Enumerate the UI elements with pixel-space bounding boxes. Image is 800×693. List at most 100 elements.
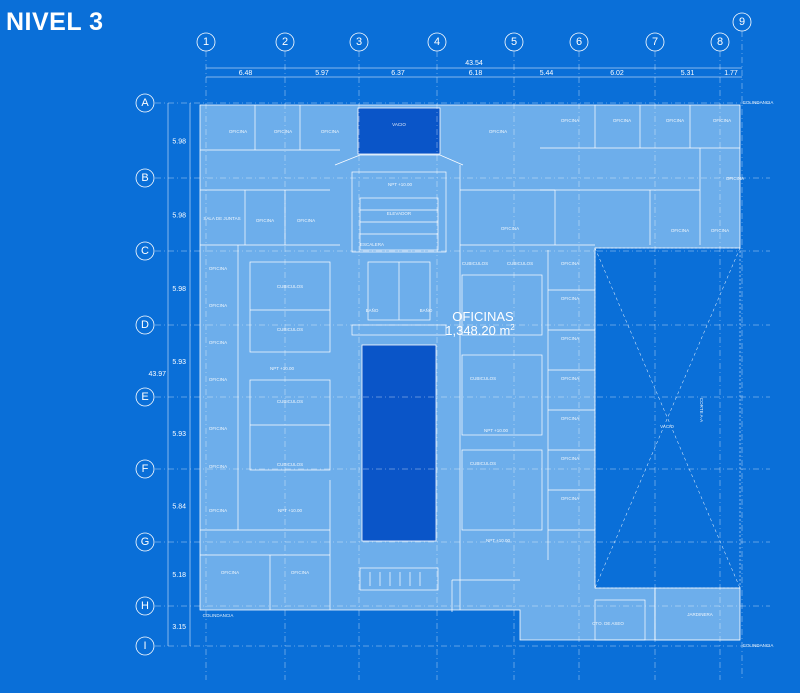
col-axis-label: 3 xyxy=(356,36,362,48)
svg-text:OFICINA: OFICINA xyxy=(209,266,227,271)
row-axis-label: I xyxy=(143,640,146,652)
col-axis-bubble xyxy=(569,32,589,52)
col-axis-label: 9 xyxy=(739,16,745,28)
col-axis-label: 2 xyxy=(282,36,288,48)
room-labels: OFICINA OFICINA OFICINA SALA DE JUNTAS O… xyxy=(203,100,774,648)
row-axis-bubble xyxy=(135,241,155,261)
stairs-label: ESCALERA xyxy=(360,242,384,247)
svg-text:NPT +10.00: NPT +10.00 xyxy=(278,508,303,513)
row-axis-bubble xyxy=(135,532,155,552)
row-span-label: 5.93 xyxy=(172,431,186,438)
row-span-label: 5.18 xyxy=(172,572,186,579)
svg-text:CUBICULOS: CUBICULOS xyxy=(507,261,533,266)
svg-text:OFICINA: OFICINA xyxy=(229,129,247,134)
svg-text:NPT +10.00: NPT +10.00 xyxy=(270,366,295,371)
svg-text:CUBICULOS: CUBICULOS xyxy=(277,399,303,404)
svg-text:CTO. DE ASEO: CTO. DE ASEO xyxy=(592,621,624,626)
col-span-label: 6.37 xyxy=(391,70,405,77)
col-axis-label: 6 xyxy=(576,36,582,48)
col-axis-bubble xyxy=(732,12,752,32)
svg-text:COLINDANCIA: COLINDANCIA xyxy=(743,100,774,105)
col-span-label: 6.48 xyxy=(239,70,253,77)
svg-text:OFICINA: OFICINA xyxy=(297,218,315,223)
svg-text:OFICINA: OFICINA xyxy=(209,464,227,469)
svg-text:OFICINA: OFICINA xyxy=(561,261,579,266)
col-axis-bubble xyxy=(710,32,730,52)
plan-footprint xyxy=(199,104,741,641)
svg-text:COLINDANCIA: COLINDANCIA xyxy=(743,643,774,648)
col-axis-bubble xyxy=(196,32,216,52)
void-top xyxy=(357,107,441,155)
svg-text:NPT +10.00: NPT +10.00 xyxy=(388,182,413,187)
total-height-label: 43.97 xyxy=(148,371,166,378)
svg-text:OFICINA: OFICINA xyxy=(291,570,309,575)
col-span-label: 6.02 xyxy=(610,70,624,77)
col-axis-bubble xyxy=(275,32,295,52)
svg-text:OFICINA: OFICINA xyxy=(256,218,274,223)
col-axis-label: 4 xyxy=(434,36,440,48)
corte-label: CORTE A-A xyxy=(699,398,704,422)
svg-text:OFICINA: OFICINA xyxy=(613,118,631,123)
row-axis-label: B xyxy=(141,172,148,184)
svg-text:NPT +10.00: NPT +10.00 xyxy=(486,538,511,543)
row-span-label: 5.98 xyxy=(172,213,186,220)
row-span-label: 5.98 xyxy=(172,286,186,293)
svg-text:OFICINA: OFICINA xyxy=(726,176,744,181)
svg-text:OFICINA: OFICINA xyxy=(489,129,507,134)
core xyxy=(334,154,464,591)
svg-text:OFICINA: OFICINA xyxy=(561,296,579,301)
row-axis-bubble xyxy=(135,315,155,335)
row-axis-label: D xyxy=(141,319,149,331)
col-span-label: 5.97 xyxy=(315,70,329,77)
col-span-label: 5.31 xyxy=(681,70,695,77)
svg-text:OFICINA: OFICINA xyxy=(561,456,579,461)
col-axis-label: 7 xyxy=(652,36,658,48)
atrium-void xyxy=(361,344,437,542)
col-axis-label: 8 xyxy=(717,36,723,48)
jardinera-block xyxy=(654,587,741,641)
svg-text:CUBICULOS: CUBICULOS xyxy=(462,261,488,266)
svg-text:OFICINA: OFICINA xyxy=(221,570,239,575)
col-axis-label: 1 xyxy=(203,36,209,48)
row-axis-bubble xyxy=(135,93,155,113)
void-label: VACIO xyxy=(660,424,674,429)
col-axis-bubble xyxy=(504,32,524,52)
row-axis-label: C xyxy=(141,245,149,257)
partitions xyxy=(200,105,740,641)
svg-text:OFICINA: OFICINA xyxy=(666,118,684,123)
svg-text:BAÑO: BAÑO xyxy=(420,307,433,313)
svg-text:OFICINA: OFICINA xyxy=(321,129,339,134)
area-name: OFICINAS xyxy=(452,309,514,324)
svg-text:CUBICULOS: CUBICULOS xyxy=(277,284,303,289)
row-axis-label: F xyxy=(142,463,149,475)
svg-text:OFICINA: OFICINA xyxy=(671,228,689,233)
svg-text:OFICINA: OFICINA xyxy=(209,377,227,382)
col-axis-bubble xyxy=(349,32,369,52)
svg-text:CUBICULOS: CUBICULOS xyxy=(470,376,496,381)
row-axis-label: H xyxy=(141,600,149,612)
svg-text:OFICINA: OFICINA xyxy=(274,129,292,134)
svg-text:JARDINERA: JARDINERA xyxy=(687,612,713,617)
void-area xyxy=(594,247,741,589)
svg-text:NPT +10.00: NPT +10.00 xyxy=(484,428,509,433)
void-top-label: VACIO xyxy=(392,122,406,127)
svg-text:OFICINA: OFICINA xyxy=(561,496,579,501)
row-axis-bubble xyxy=(135,168,155,188)
row-axis-label: A xyxy=(141,97,149,109)
col-span-label: 1.77 xyxy=(724,70,738,77)
svg-text:OFICINA: OFICINA xyxy=(713,118,731,123)
svg-text:OFICINA: OFICINA xyxy=(561,336,579,341)
svg-text:OFICINA: OFICINA xyxy=(209,508,227,513)
level-title: NIVEL 3 xyxy=(6,8,104,36)
row-axis-bubble xyxy=(135,459,155,479)
svg-text:OFICINA: OFICINA xyxy=(711,228,729,233)
col-span-label: 5.44 xyxy=(540,70,554,77)
col-span-label: 6.18 xyxy=(469,70,483,77)
row-axis-label: G xyxy=(141,536,150,548)
row-axis-bubble xyxy=(135,636,155,656)
svg-text:OFICINA: OFICINA xyxy=(209,426,227,431)
row-axis-bubble xyxy=(135,387,155,407)
svg-text:CUBICULOS: CUBICULOS xyxy=(470,461,496,466)
row-axis-label: E xyxy=(141,391,148,403)
